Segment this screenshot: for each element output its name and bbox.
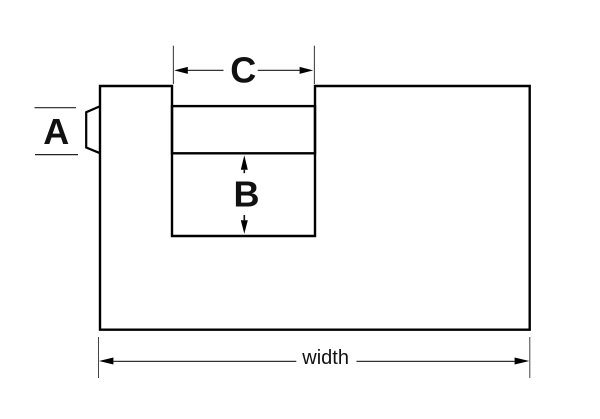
svg-text:B: B [234, 174, 260, 215]
svg-text:C: C [230, 50, 256, 91]
svg-text:width: width [301, 347, 349, 369]
svg-text:A: A [43, 111, 69, 152]
